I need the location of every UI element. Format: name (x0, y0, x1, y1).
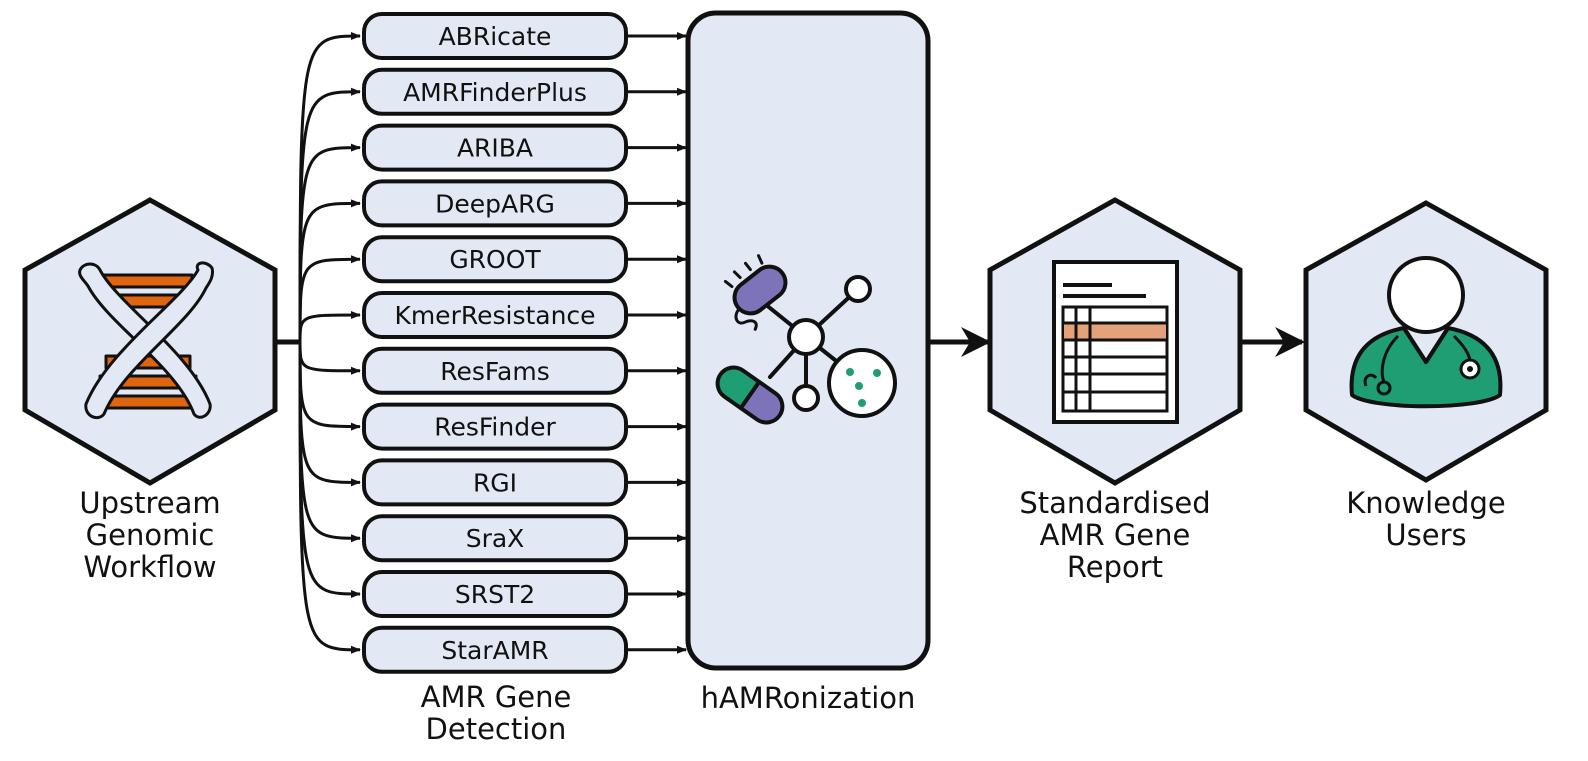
report-table-icon (1052, 260, 1179, 424)
tool-box: RGI (362, 458, 628, 507)
clinician-icon (1349, 256, 1503, 409)
users-hexagon (1303, 200, 1549, 483)
tool-label: ResFams (440, 357, 549, 386)
amr-network-icon (715, 254, 897, 425)
report-label-line-1: Standardised (1019, 486, 1210, 520)
tool-label: KmerResistance (394, 301, 595, 330)
branch-arrow (298, 199, 361, 343)
branch-arrow (298, 341, 361, 431)
branch-arrow (298, 341, 361, 654)
report-label-line-3: Report (1067, 550, 1163, 584)
users-label-line-1: Knowledge (1346, 486, 1505, 520)
tool-label: ARIBA (457, 134, 533, 163)
tool-box: KmerResistance (362, 291, 628, 339)
upstream-label-line-3: Workflow (83, 550, 216, 584)
tool-box: ResFinder (362, 402, 628, 451)
branch-arrow (298, 341, 361, 487)
upstream-label-line-2: Genomic (86, 518, 215, 552)
tool-label: SRST2 (455, 580, 535, 609)
tool-box: StarAMR (362, 625, 628, 674)
users-node: Knowledge Users (1303, 200, 1549, 552)
tool-label: GROOT (449, 245, 541, 274)
report-node: Standardised AMR Gene Report (987, 197, 1243, 584)
tool-label: StarAMR (441, 636, 548, 665)
dna-icon (78, 261, 214, 420)
tool-box: ResFams (362, 346, 628, 395)
upstream-label-line-1: Upstream (79, 486, 220, 520)
report-label-line-2: AMR Gene (1040, 518, 1191, 552)
tool-box: SRST2 (362, 570, 628, 618)
tool-label: AMRFinderPlus (403, 78, 587, 107)
tool-label: ResFinder (434, 413, 556, 442)
tool-to-hamronization-arrows (626, 32, 687, 654)
branch-arrow (298, 143, 361, 343)
detection-label-line-1: AMR Gene (421, 680, 572, 714)
branch-arrow (298, 32, 361, 343)
tool-box: ABRicate (362, 12, 628, 60)
branch-arrow (298, 255, 361, 343)
tool-label: DeepARG (435, 189, 555, 218)
tool-box: SraX (362, 514, 628, 563)
branch-arrow (298, 341, 361, 375)
upstream-node: Upstream Genomic Workflow (22, 197, 278, 584)
detection-label-line-2: Detection (426, 712, 567, 746)
tool-label: ABRicate (439, 22, 552, 51)
users-label-line-2: Users (1385, 518, 1466, 552)
tool-box: DeepARG (362, 179, 628, 228)
tool-label: RGI (473, 468, 517, 497)
hamronization-node: hAMRonization (685, 10, 931, 715)
tool-box: GROOT (362, 235, 628, 284)
hamronization-label: hAMRonization (701, 681, 916, 715)
upstream-branch-arrows (276, 32, 361, 654)
branch-arrow (298, 311, 361, 343)
tool-box: ARIBA (362, 123, 628, 172)
tool-box: AMRFinderPlus (362, 67, 628, 116)
tool-label: SraX (466, 524, 525, 553)
